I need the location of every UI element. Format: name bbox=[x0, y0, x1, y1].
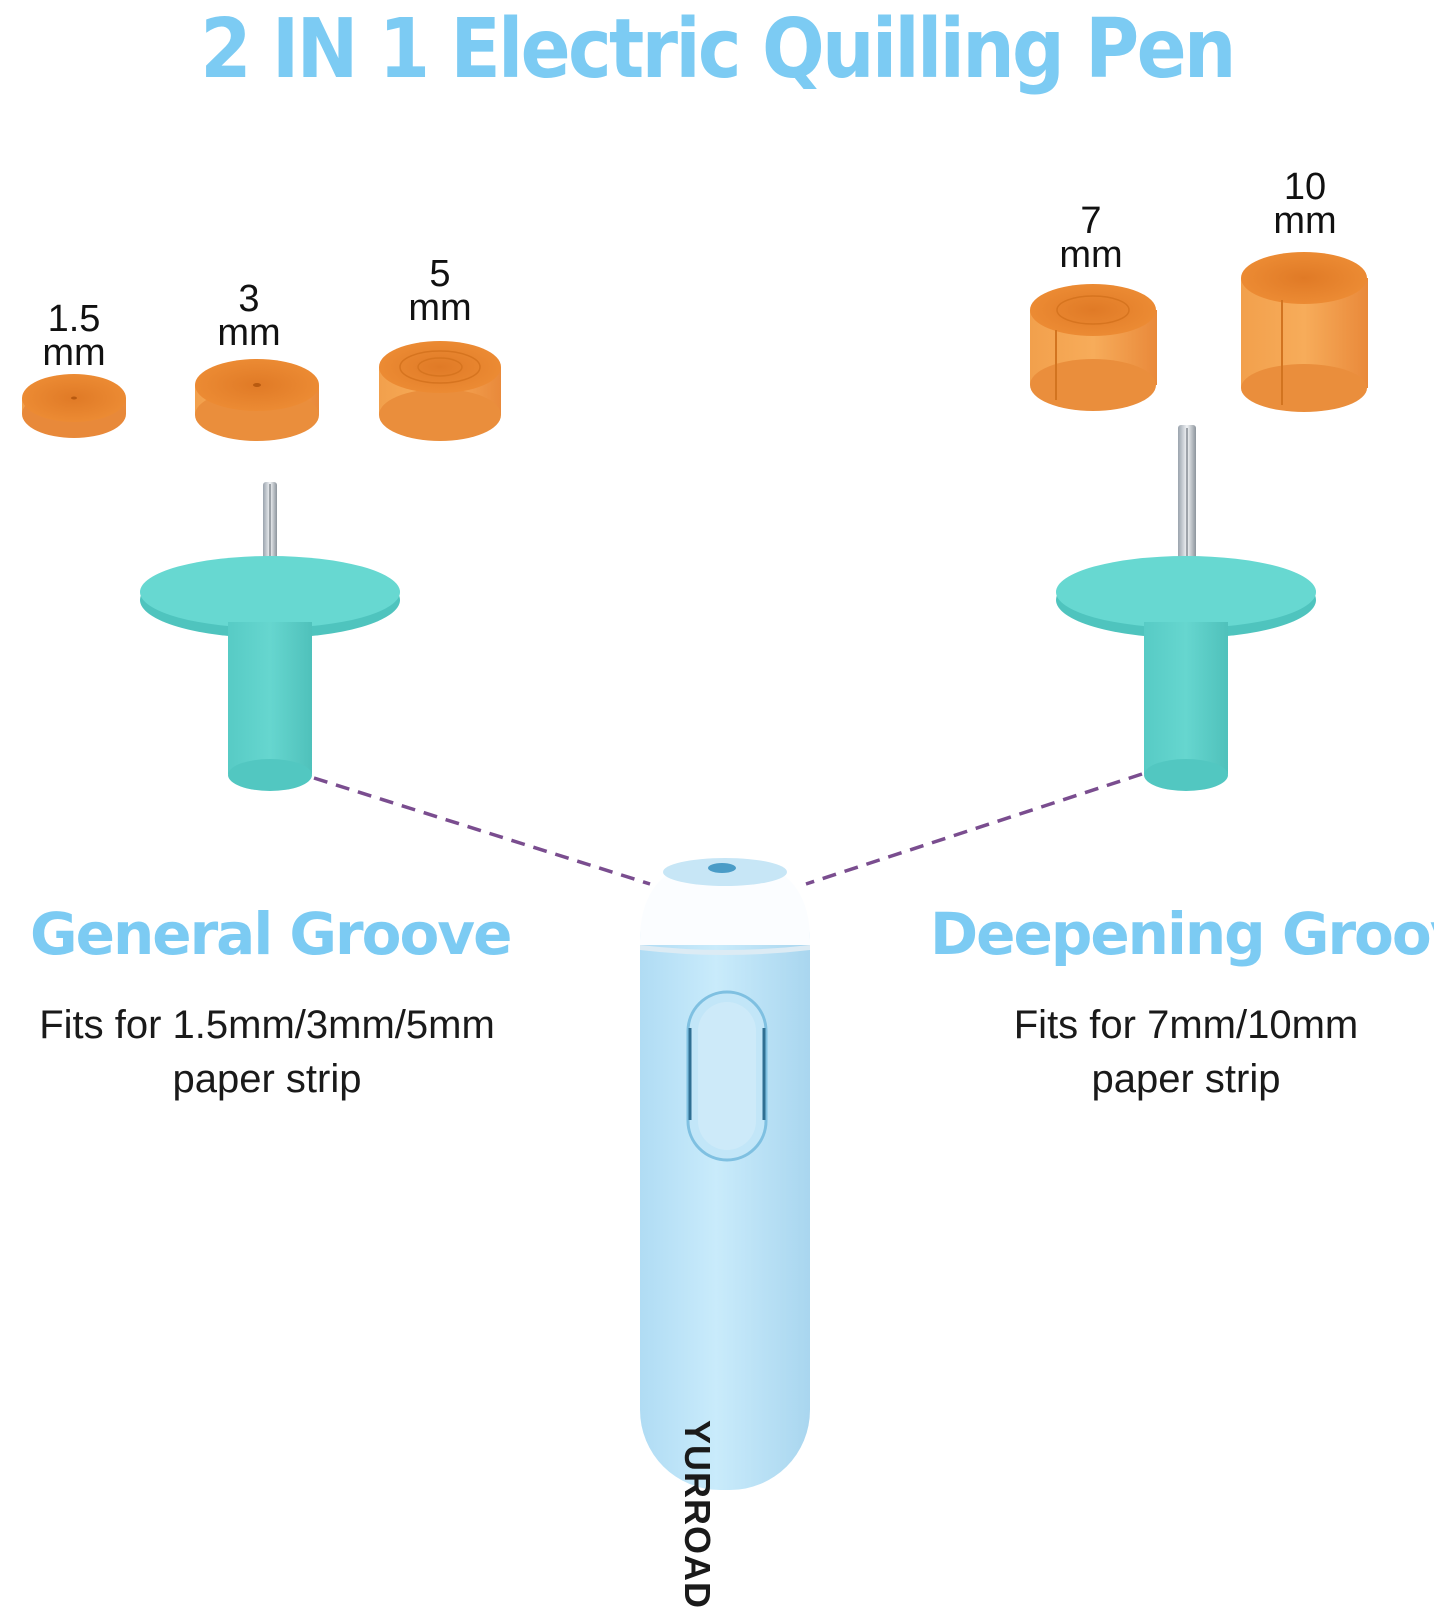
size-unit: mm bbox=[217, 312, 281, 354]
connector-right bbox=[805, 772, 1143, 886]
desc-line: Fits for 1.5mm/3mm/5mm bbox=[39, 1003, 495, 1047]
general-groove-head bbox=[140, 482, 400, 791]
size-value: 3 bbox=[238, 278, 260, 320]
general-groove-description: Fits for 1.5mm/3mm/5mm paper strip bbox=[0, 998, 534, 1106]
size-unit: mm bbox=[1273, 200, 1337, 242]
size-label-1-5mm: 1.5 mm bbox=[0, 298, 154, 374]
brand-logo: YURROAD bbox=[677, 1420, 718, 1609]
size-label-3mm: 3 mm bbox=[169, 278, 329, 354]
desc-line: Fits for 7mm/10mm bbox=[1013, 1003, 1359, 1047]
size-value: 1.5 bbox=[47, 298, 101, 340]
paper-coil-3mm bbox=[195, 359, 319, 441]
desc-line: paper strip bbox=[172, 1057, 362, 1101]
size-value: 10 bbox=[1283, 166, 1327, 208]
deepening-groove-description: Fits for 7mm/10mm paper strip bbox=[946, 998, 1426, 1106]
size-label-10mm: 10 mm bbox=[1225, 166, 1385, 242]
illustration bbox=[22, 252, 1368, 1490]
electric-pen bbox=[640, 858, 810, 1490]
deepening-groove-title: Deepening Groove bbox=[930, 900, 1434, 968]
paper-coil-5mm bbox=[379, 341, 501, 441]
paper-coil-1-5mm bbox=[22, 374, 126, 438]
size-unit: mm bbox=[42, 332, 106, 374]
size-label-5mm: 5 mm bbox=[360, 253, 520, 329]
size-unit: mm bbox=[408, 287, 472, 329]
headline: 2 IN 1 Electric Quilling Pen bbox=[200, 2, 1236, 97]
size-value: 5 bbox=[429, 253, 451, 295]
deepening-groove-head bbox=[1056, 425, 1316, 791]
size-label-7mm: 7 mm bbox=[1011, 200, 1171, 276]
general-groove-title: General Groove bbox=[30, 900, 512, 968]
size-unit: mm bbox=[1059, 234, 1123, 276]
size-value: 7 bbox=[1080, 200, 1102, 242]
connector-left bbox=[313, 776, 651, 886]
paper-coil-10mm bbox=[1241, 252, 1368, 412]
desc-line: paper strip bbox=[1091, 1057, 1281, 1101]
paper-coil-7mm bbox=[1030, 284, 1157, 411]
